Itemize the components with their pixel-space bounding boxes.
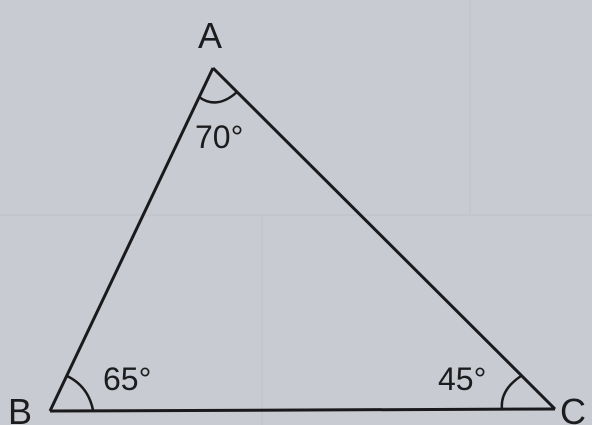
vertex-label-a: A — [198, 15, 222, 56]
vertex-label-b: B — [8, 391, 32, 425]
angle-label-b: 65° — [103, 361, 151, 397]
edge-ab — [48, 67, 215, 412]
edge-bc — [49, 407, 556, 413]
angle-label-c: 45° — [438, 361, 486, 397]
triangle — [48, 66, 557, 413]
vertex-label-c: C — [560, 391, 586, 425]
angle-arc-a — [198, 91, 238, 104]
angle-label-a: 70° — [195, 119, 243, 155]
angle-arc-c — [500, 374, 522, 410]
edge-ca — [211, 66, 557, 411]
angle-arc-b — [66, 374, 95, 411]
